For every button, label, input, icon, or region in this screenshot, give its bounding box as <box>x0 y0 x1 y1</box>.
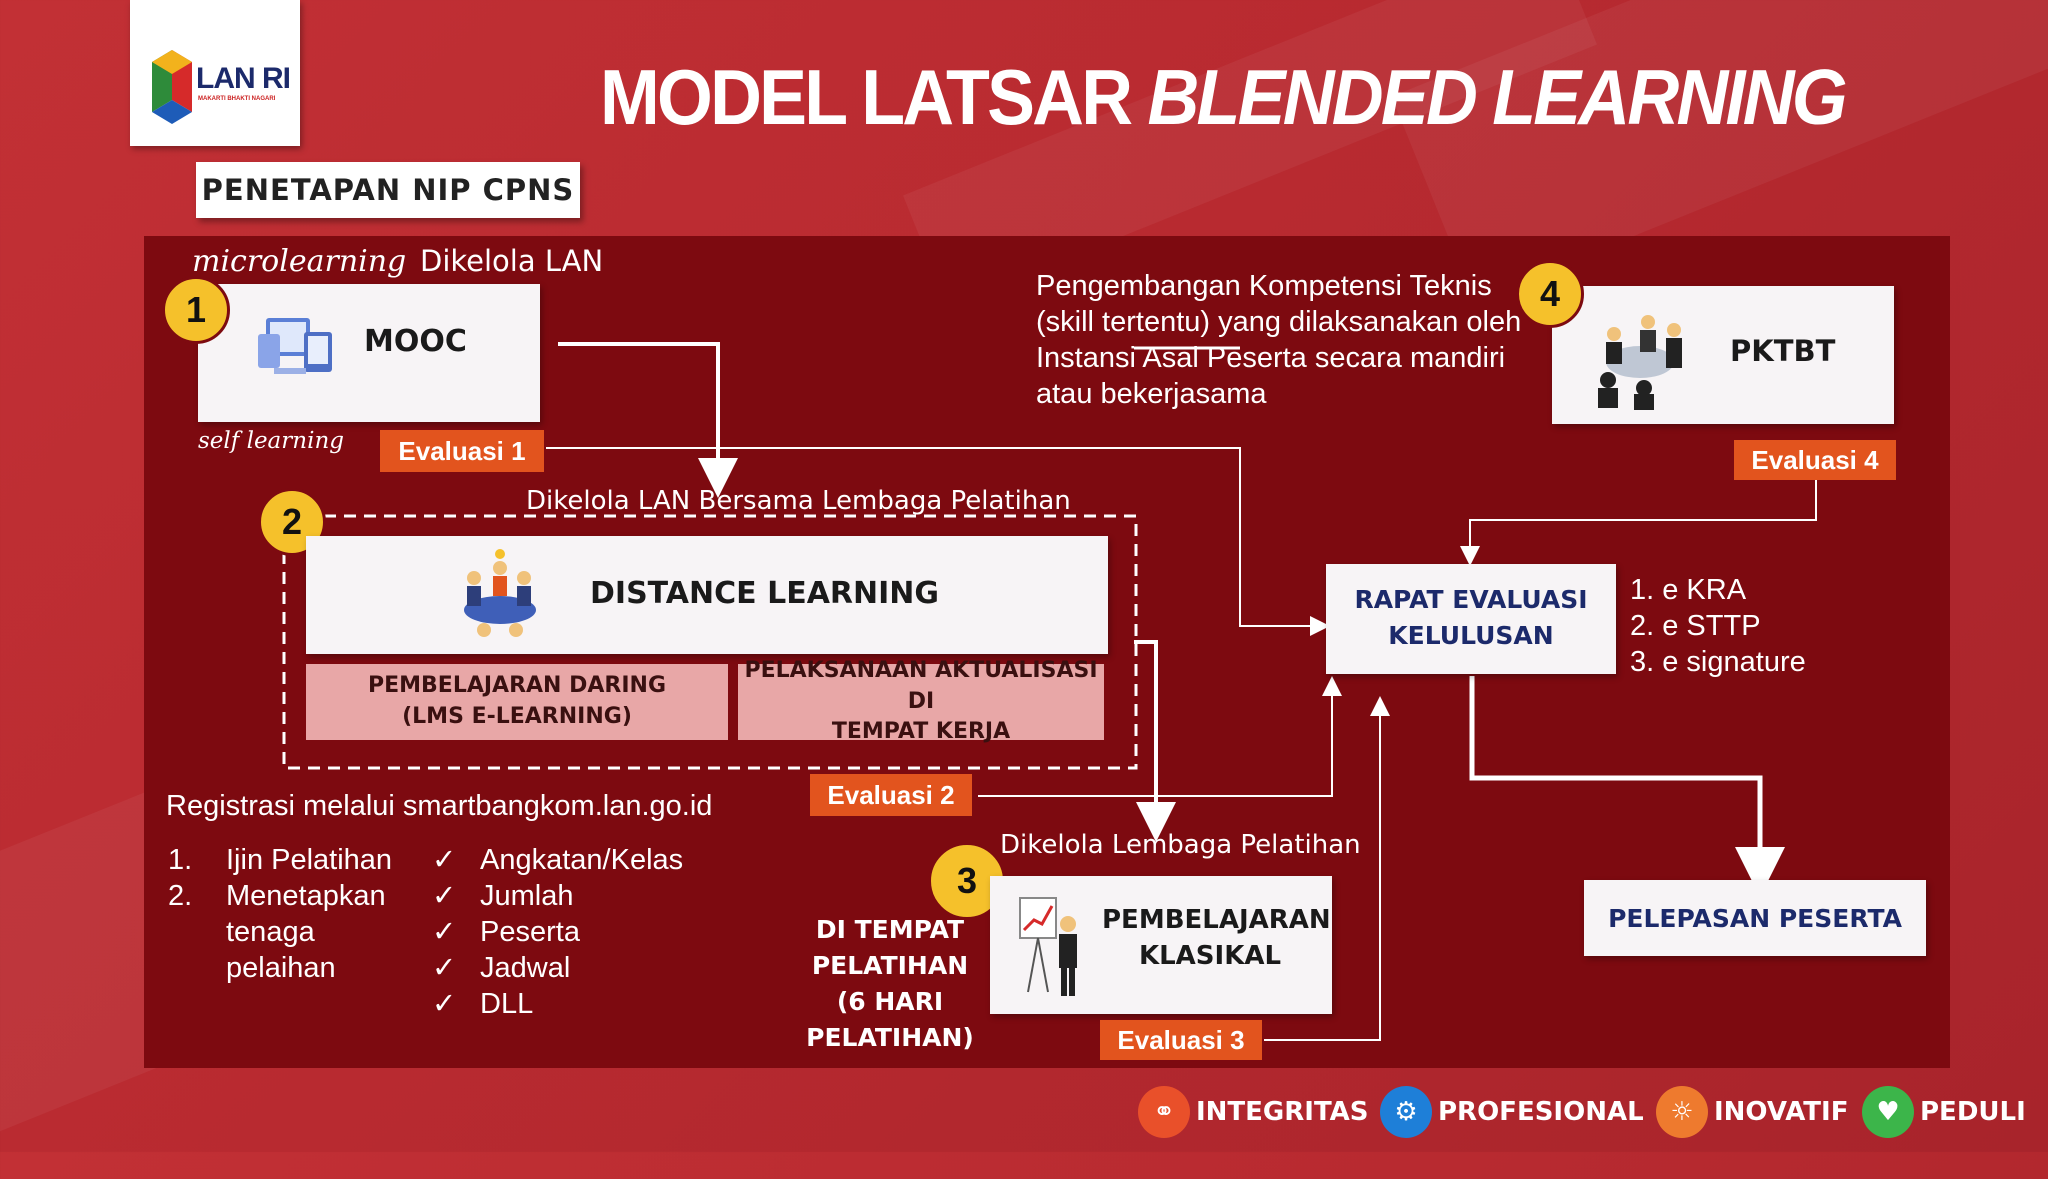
list-item: tenaga <box>226 916 315 948</box>
check-icon: ✓ <box>432 952 457 984</box>
registration-numbered-list: 1.Ijin Pelatihan 2.Menetapkan tenaga pel… <box>168 842 408 986</box>
pelepasan-box: PELEPASAN PESERTA <box>1584 880 1926 956</box>
check-icon: ✓ <box>432 916 457 948</box>
list-item: 2.Menetapkan <box>168 880 386 912</box>
lightbulb-icon: ☼ <box>1656 1086 1708 1138</box>
mooc-box: MOOC <box>198 284 540 422</box>
team-meeting-icon <box>464 549 536 637</box>
nip-label: PENETAPAN NIP CPNS <box>196 162 580 218</box>
microlearning-tag: microlearning <box>192 244 407 279</box>
value-peduli: ♥ PEDULI <box>1862 1086 2026 1138</box>
pembelajaran-daring-box: PEMBELAJARAN DARING (LMS E-LEARNING) <box>306 664 728 740</box>
value-profesional: ⚙ PROFESIONAL <box>1380 1086 1644 1138</box>
pelepasan-title: PELEPASAN PESERTA <box>1608 903 1902 933</box>
logo-tagline: MAKARTI BHAKTI NAGARI <box>198 96 276 102</box>
list-item: ✓DLL <box>432 988 534 1020</box>
pembelajaran-daring-line1: PEMBELAJARAN DARING <box>367 673 667 699</box>
step-1-badge: 1 <box>162 276 230 344</box>
evaluasi-1-badge: Evaluasi 1 <box>380 430 544 472</box>
section1-managed-by: Dikelola LAN <box>420 244 604 278</box>
list-item: 1.Ijin Pelatihan <box>168 844 393 876</box>
section4-description: Pengembangan Kompetensi Teknis(skill ter… <box>1036 270 1522 410</box>
list-item: ✓Jadwal <box>432 952 571 984</box>
evaluasi-4-badge: Evaluasi 4 <box>1734 440 1896 480</box>
self-learning-label: self learning <box>198 428 344 454</box>
lan-ri-logo: LAN RI MAKARTI BHAKTI NAGARI <box>130 0 300 146</box>
value-integritas: ⚭ INTEGRITAS <box>1138 1086 1369 1138</box>
value-inovatif: ☼ INOVATIF <box>1656 1086 1848 1138</box>
head-gear-icon: ⚙ <box>1380 1086 1432 1138</box>
registration-heading: Registrasi melalui smartbangkom.lan.go.i… <box>166 790 713 822</box>
section3-managed-by: Dikelola Lembaga Pelatihan <box>1000 830 1361 860</box>
handshake-icon: ⚭ <box>1138 1086 1190 1138</box>
pktbt-box: PKTBT <box>1552 286 1894 424</box>
evaluasi-3-badge: Evaluasi 3 <box>1100 1020 1262 1060</box>
list-item: pelaihan <box>226 952 336 984</box>
page-title: MODEL LATSAR BLENDED LEARNING <box>600 53 1848 141</box>
boardroom-icon <box>1598 315 1682 410</box>
distance-learning-box: DISTANCE LEARNING <box>306 536 1108 654</box>
section2-managed-by: Dikelola LAN Bersama Lembaga Pelatihan <box>526 486 1071 516</box>
step-4-badge: 4 <box>1516 260 1584 328</box>
list-item: ✓Angkatan/Kelas <box>432 844 684 876</box>
check-icon: ✓ <box>432 988 457 1020</box>
distance-learning-title: DISTANCE LEARNING <box>590 576 940 611</box>
logo-text: LAN RI <box>196 62 291 95</box>
lan-logo-mark-icon <box>152 50 192 124</box>
heart-hands-icon: ♥ <box>1862 1086 1914 1138</box>
pktbt-title: PKTBT <box>1730 334 1836 368</box>
list-item: ✓Peserta <box>432 916 580 948</box>
aktualisasi-line1: PELAKSANAAN AKTUALISASI DI <box>744 657 1098 714</box>
aktualisasi-box: PELAKSANAAN AKTUALISASI DI TEMPAT KERJA <box>738 658 1104 744</box>
mooc-devices-icon <box>258 318 332 374</box>
step-2-badge: 2 <box>258 488 326 556</box>
mooc-title: MOOC <box>364 324 467 359</box>
check-icon: ✓ <box>432 880 457 912</box>
flow-connectors <box>282 342 1817 1041</box>
aktualisasi-line2: TEMPAT KERJA <box>831 719 1011 745</box>
list-item: ✓Jumlah <box>432 880 574 912</box>
registration-check-list: ✓Angkatan/Kelas ✓Jumlah ✓Peserta ✓Jadwal… <box>432 842 712 1022</box>
check-icon: ✓ <box>432 844 457 876</box>
pembelajaran-daring-line2: (LMS E-LEARNING) <box>402 704 632 729</box>
evaluasi-2-badge: Evaluasi 2 <box>810 774 972 816</box>
presenter-icon <box>1019 897 1077 996</box>
